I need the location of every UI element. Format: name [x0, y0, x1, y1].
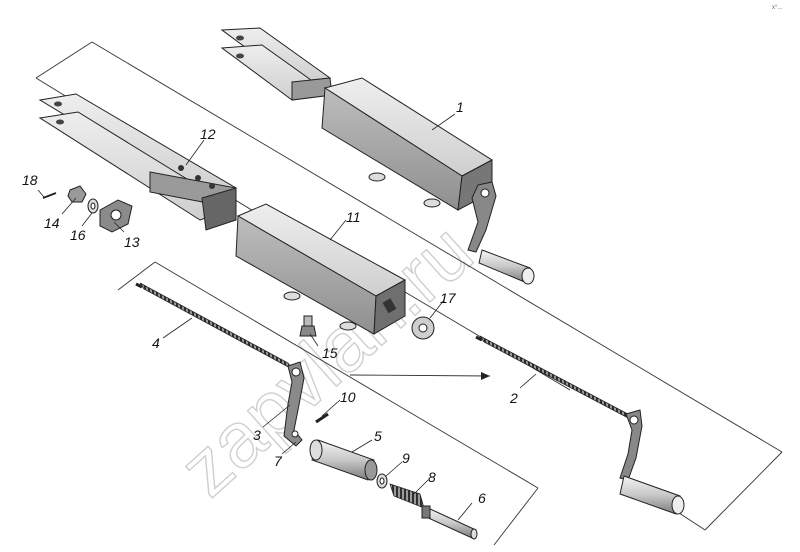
washer-hole: [90, 202, 96, 210]
grease-fitting: [299, 315, 317, 337]
label-part-12: 12: [200, 126, 216, 142]
channel-bracket: [38, 93, 238, 231]
leader-lines: [37, 113, 537, 521]
washer-large-hole: [418, 323, 428, 333]
label-part-15: 15: [322, 345, 338, 361]
label-part-10: 10: [340, 389, 356, 405]
label-part-14: 14: [44, 215, 60, 231]
label-part-7: 7: [274, 453, 283, 469]
label-part-16: 16: [70, 227, 86, 243]
flange-nut: [99, 199, 133, 233]
label-part-3: 3: [253, 427, 261, 443]
label-part-1: 1: [456, 99, 464, 115]
part-labels: 1 2 3 4 5 6 7 8 9 10 11 12 13 14 15 16 1…: [22, 99, 518, 506]
label-part-17: 17: [440, 290, 457, 306]
label-part-6: 6: [478, 490, 486, 506]
corner-mark: x°...: [772, 5, 783, 11]
spring: [389, 483, 425, 509]
label-part-13: 13: [124, 234, 140, 250]
label-part-5: 5: [374, 428, 382, 444]
inner-tube: [235, 203, 407, 335]
cotter-pin: [315, 412, 329, 424]
label-part-11: 11: [346, 209, 361, 225]
bushing: [309, 439, 378, 481]
split-pin: [42, 192, 57, 199]
washer-small-hole: [379, 477, 385, 485]
label-part-9: 9: [402, 450, 410, 466]
assembly-frame-lines: [35, 41, 783, 546]
outer-tube: [220, 27, 493, 211]
screw-shaft: [135, 282, 293, 370]
label-part-18: 18: [22, 172, 38, 188]
shaft-assembly-right: [475, 335, 685, 515]
lever: [283, 361, 305, 447]
label-part-2: 2: [509, 390, 518, 406]
crank-handle-top: [467, 181, 535, 285]
nut: [67, 185, 87, 203]
pin: [421, 505, 478, 540]
label-part-4: 4: [152, 335, 160, 351]
label-part-8: 8: [428, 469, 436, 485]
